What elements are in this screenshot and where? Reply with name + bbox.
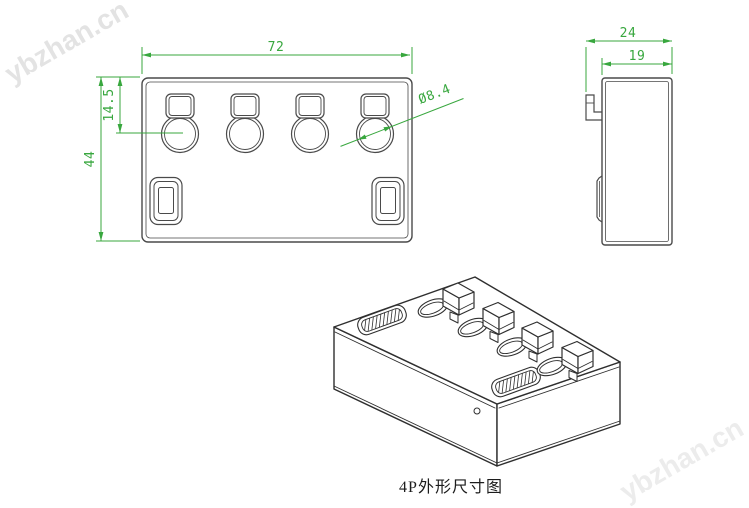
keyhole-2 [225,93,265,154]
drawing-caption: 4P外形尺寸图 [399,478,503,496]
keyhole-4 [355,93,395,154]
front-view [141,77,413,243]
side-view [585,77,673,246]
dim-overall-depth-label: 24 [620,26,637,41]
keyhole-1 [160,93,200,154]
dim-body-depth-label: 19 [629,49,646,64]
isometric-view [333,276,621,467]
side-view-dimensions: 24 19 [585,26,673,92]
watermark-bottom-right: ybzhan.cn [615,412,749,507]
dim-hole-offset-label: 14.5 [102,88,117,121]
iso-front-hole [473,407,481,415]
watermark-top-left: ybzhan.cn [0,0,134,89]
dim-height-label: 44 [83,151,98,168]
front-view-outline [141,77,413,243]
keyhole-3 [290,93,330,154]
side-view-latch [596,175,603,223]
dim-hole-diameter-label: Ø8.4 [416,82,452,108]
dim-width-label: 72 [268,40,285,55]
mounting-slot-left [149,176,183,226]
side-view-hook [585,94,602,121]
side-view-outline [601,77,673,246]
mounting-slot-right [371,176,405,226]
front-view-dimensions: 72 44 14.5 Ø8.4 [83,40,464,242]
